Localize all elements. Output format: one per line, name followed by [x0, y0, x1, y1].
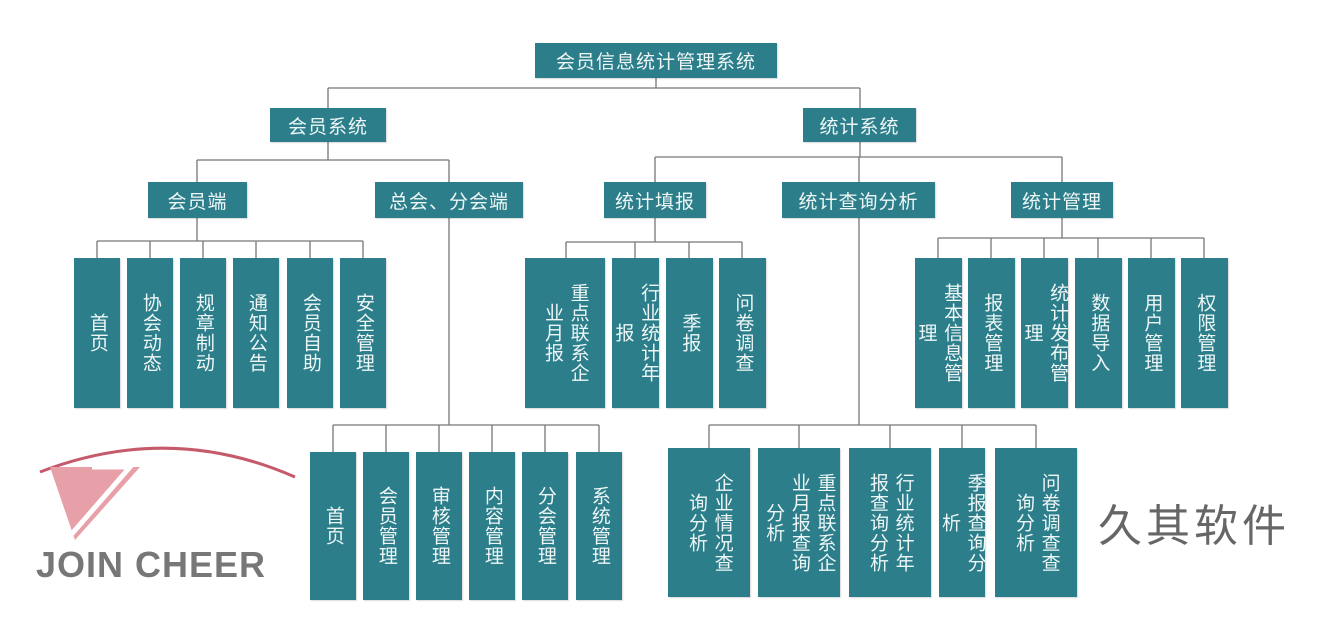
leaf-label: 重点联系企业月报 — [542, 283, 590, 383]
leaf-label: 季报查询分析 — [939, 472, 987, 573]
leaf-label: 规章制动 — [192, 293, 215, 373]
leaf-node: 规章制动 — [180, 258, 226, 408]
leaf-node: 企业情况查询分析 — [668, 448, 750, 597]
leaf-node: 季报 — [666, 258, 713, 408]
node-label: 统计填报 — [614, 190, 695, 213]
leaf-label: 系统管理 — [588, 486, 611, 566]
leaf-label: 报表管理 — [981, 293, 1004, 373]
leaf-node: 报表管理 — [968, 258, 1015, 408]
leaf-label: 问卷调查 — [732, 293, 755, 373]
node-label: 会员系统 — [287, 115, 368, 138]
leaf-node: 季报查询分析 — [939, 448, 987, 597]
leaf-label: 首页 — [86, 313, 109, 353]
leaf-node: 行业统计年报查询分析 — [849, 448, 931, 597]
leaf-label: 会员自助 — [299, 293, 322, 373]
leaf-label: 内容管理 — [481, 486, 504, 566]
leaf-node: 内容管理 — [469, 452, 515, 600]
node-branch-end: 总会、分会端 — [375, 182, 523, 218]
leaf-label: 企业情况查询分析 — [686, 472, 734, 573]
leaf-node: 审核管理 — [416, 452, 462, 600]
root-node: 会员信息统计管理系统 — [535, 43, 777, 78]
leaf-node: 行业统计年报 — [612, 258, 661, 408]
leaf-label: 权限管理 — [1194, 293, 1217, 373]
leaf-label: 审核管理 — [428, 486, 451, 566]
node-label: 统计查询分析 — [798, 190, 919, 213]
leaf-label: 行业统计年报 — [612, 283, 661, 383]
node-stats-system: 统计系统 — [803, 108, 916, 142]
leaf-label: 行业统计年报查询分析 — [867, 472, 915, 573]
node-stats-manage: 统计管理 — [1011, 182, 1113, 218]
leaf-label: 基本信息管理 — [915, 283, 964, 383]
leaf-node: 问卷调查 — [719, 258, 766, 408]
leaf-node: 分会管理 — [522, 452, 568, 600]
node-stats-fill: 统计填报 — [604, 182, 706, 218]
leaf-node: 协会动态 — [127, 258, 173, 408]
leaf-label: 季报 — [679, 313, 702, 353]
leaf-label: 问卷调查查询分析 — [1013, 472, 1061, 573]
leaf-node: 问卷调查查询分析 — [995, 448, 1077, 597]
node-label: 统计系统 — [819, 115, 900, 138]
leaf-label: 统计发布管理 — [1021, 283, 1070, 383]
leaf-label: 协会动态 — [139, 293, 162, 373]
node-label: 总会、分会端 — [388, 190, 509, 213]
leaf-node: 通知公告 — [233, 258, 279, 408]
leaf-node: 数据导入 — [1075, 258, 1122, 408]
leaf-label: 会员管理 — [375, 486, 398, 566]
leaf-node: 基本信息管理 — [915, 258, 964, 408]
leaf-node: 系统管理 — [576, 452, 622, 600]
leaf-node: 安全管理 — [340, 258, 386, 408]
leaf-node: 会员自助 — [287, 258, 333, 408]
leaf-label: 重点联系企业月报查询分析 — [763, 472, 837, 573]
leaf-label: 分会管理 — [534, 486, 557, 566]
leaf-label: 首页 — [322, 506, 345, 546]
root-label: 会员信息统计管理系统 — [555, 51, 756, 73]
leaf-label: 通知公告 — [245, 293, 268, 373]
leaf-node: 会员管理 — [363, 452, 409, 600]
leaf-label: 用户管理 — [1141, 293, 1164, 373]
node-member-system: 会员系统 — [270, 108, 386, 142]
node-stats-query: 统计查询分析 — [782, 182, 935, 218]
leaf-label: 安全管理 — [352, 293, 375, 373]
leaf-node: 统计发布管理 — [1021, 258, 1070, 408]
leaf-node: 重点联系企业月报 — [525, 258, 605, 408]
node-member-end: 会员端 — [148, 182, 247, 218]
leaf-node: 重点联系企业月报查询分析 — [758, 448, 840, 597]
node-label: 统计管理 — [1021, 190, 1102, 213]
leaf-node: 首页 — [74, 258, 120, 408]
leaf-label: 数据导入 — [1088, 293, 1111, 373]
node-label: 会员端 — [167, 190, 228, 213]
leaf-node: 权限管理 — [1181, 258, 1228, 408]
leaf-node: 用户管理 — [1128, 258, 1175, 408]
leaf-node: 首页 — [310, 452, 356, 600]
